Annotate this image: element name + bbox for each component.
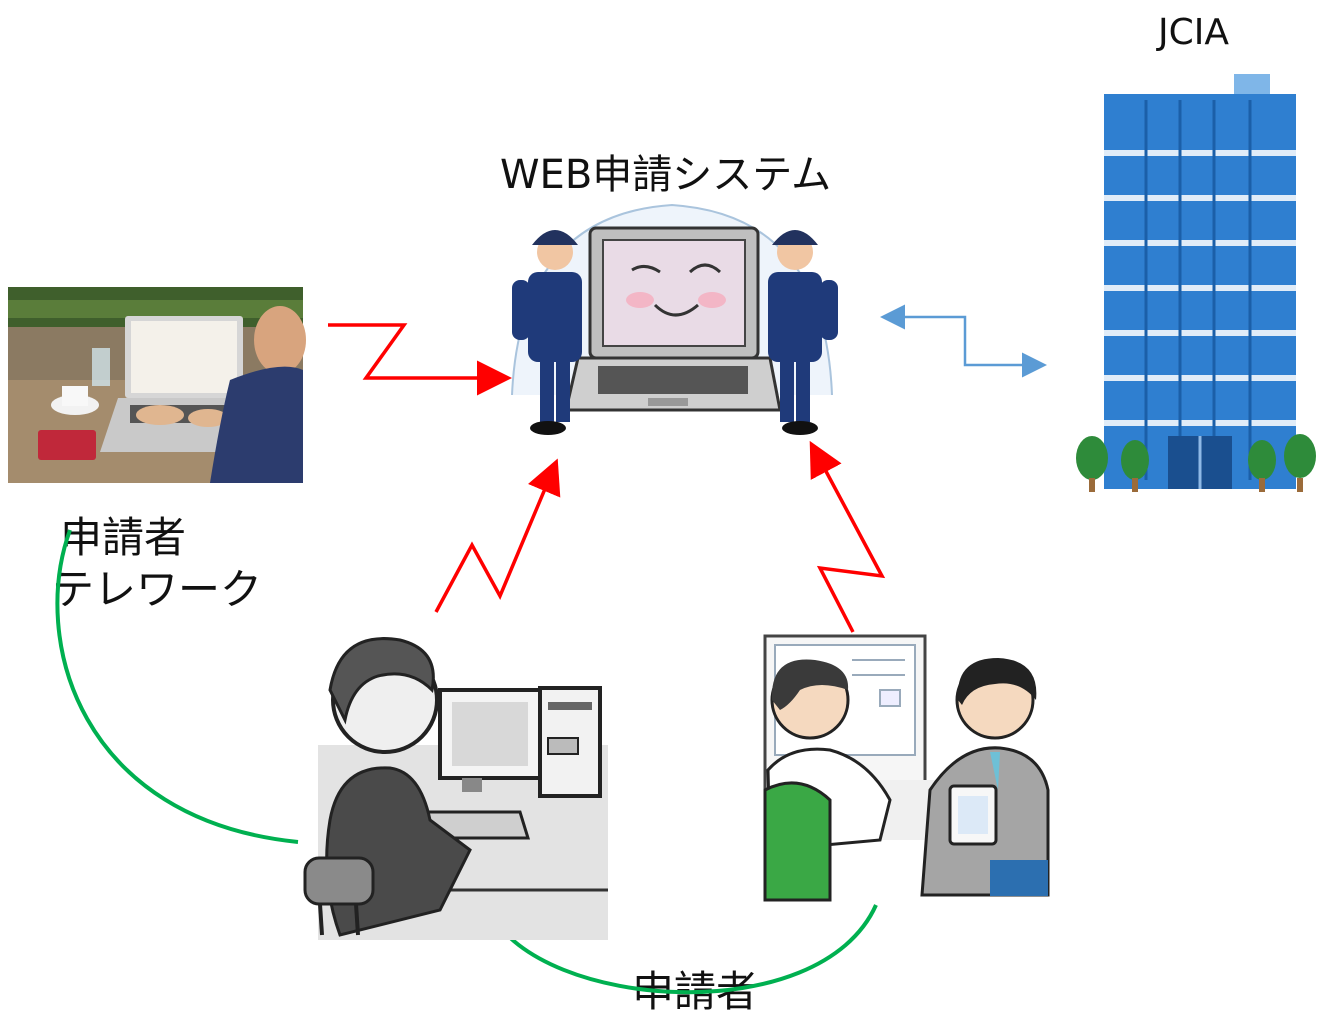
telework-photo <box>8 287 306 483</box>
telework-label: テレワーク <box>52 565 263 614</box>
web-system-illustration <box>511 203 838 435</box>
telework-group-arc <box>55 529 299 844</box>
office-to-system-link <box>434 458 561 613</box>
office-worker-illustration <box>303 637 608 940</box>
office-group-arc <box>488 904 878 995</box>
system-jcia-link <box>880 304 1047 378</box>
meeting-to-system-link <box>809 440 886 633</box>
meeting-illustration <box>763 634 1050 902</box>
telework-applicant-label: 申請者 <box>60 513 187 562</box>
telework-to-system-link <box>328 323 512 396</box>
jcia-building-illustration <box>1076 74 1316 492</box>
jcia-label: JCIA <box>1158 12 1229 53</box>
web-system-label: WEB申請システム <box>500 152 832 198</box>
